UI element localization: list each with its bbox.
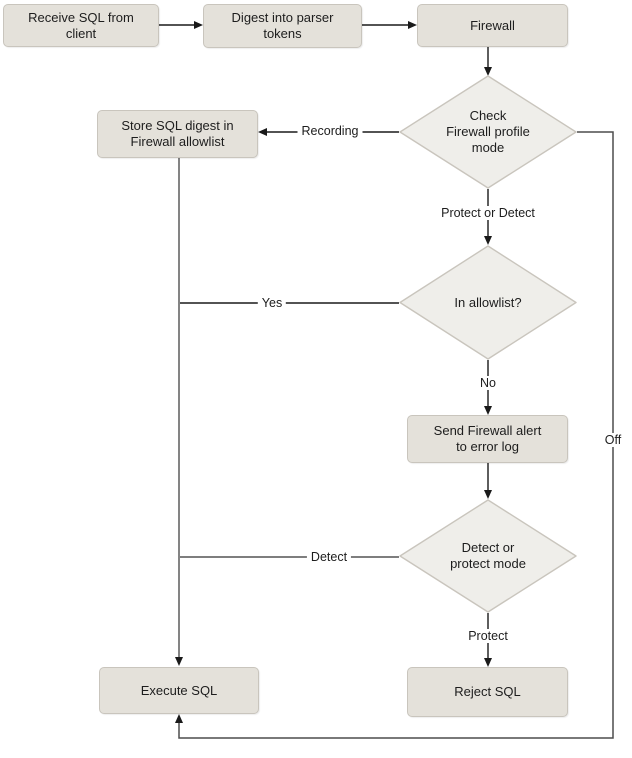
edge-store-to-execute: [175, 158, 183, 666]
edge-label-no: No: [476, 376, 500, 390]
edge-off-loop: [175, 131, 614, 739]
decision-in-allowlist: In allowlist?: [399, 245, 577, 360]
edge-label-yes: Yes: [257, 296, 287, 310]
edge-firewall-to-check-mode: [484, 47, 492, 76]
node-execute-sql: Execute SQL: [99, 667, 259, 714]
edge-label-off: Off: [600, 433, 626, 447]
decision-detect-or-protect-label: Detect or protect mode: [450, 540, 526, 571]
edge-label-detect: Detect: [306, 550, 352, 564]
node-firewall: Firewall: [417, 4, 568, 47]
node-send-alert: Send Firewall alert to error log: [407, 415, 568, 463]
node-digest-tokens: Digest into parser tokens: [203, 4, 362, 48]
edge-receive-to-digest: [159, 21, 203, 29]
decision-in-allowlist-label: In allowlist?: [454, 294, 522, 310]
edge-label-protect-or-detect: Protect or Detect: [437, 206, 539, 220]
node-reject-sql: Reject SQL: [407, 667, 568, 717]
edge-digest-to-firewall: [362, 21, 417, 29]
decision-check-firewall-mode-label: Check Firewall profile mode: [446, 108, 530, 155]
edge-label-protect: Protect: [464, 629, 512, 643]
decision-check-firewall-mode: Check Firewall profile mode: [399, 75, 577, 189]
edge-label-recording: Recording: [297, 124, 363, 138]
diamond-shape: [399, 75, 577, 189]
diamond-shape: [399, 499, 577, 613]
node-receive-sql: Receive SQL from client: [3, 4, 159, 47]
decision-detect-or-protect: Detect or protect mode: [399, 499, 577, 613]
edge-alert-to-mode: [484, 463, 492, 499]
node-store-digest: Store SQL digest in Firewall allowlist: [97, 110, 258, 158]
diamond-shape: [399, 245, 577, 360]
